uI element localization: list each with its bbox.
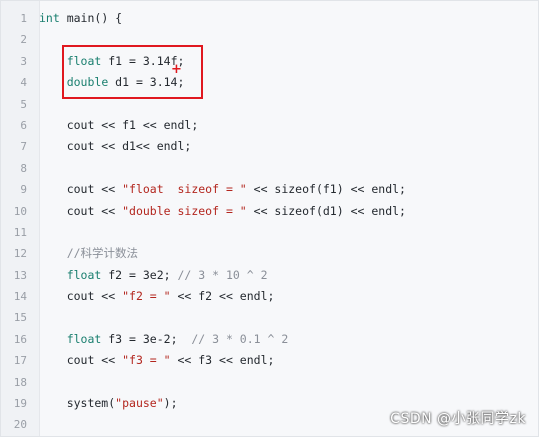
- code-line[interactable]: 2: [1, 29, 538, 50]
- line-number: 10: [13, 204, 27, 218]
- code-line[interactable]: 17 cout << "f3 = " << f3 << endl;: [1, 350, 538, 371]
- code-text: cout << d1<< endl;: [39, 139, 192, 154]
- line-number: 11: [13, 225, 27, 239]
- line-number: 19: [13, 397, 27, 411]
- line-number: 1: [20, 12, 27, 25]
- code-line[interactable]: 3 float f1 = 3.14f;: [1, 51, 538, 72]
- code-line[interactable]: 14 cout << "f2 = " << f2 << endl;: [1, 286, 538, 307]
- code-text: float f1 = 3.14f;: [66, 53, 185, 68]
- highlight-annotation-box: [62, 45, 203, 99]
- code-line[interactable]: 18: [1, 372, 538, 393]
- code-text: int main() {: [39, 11, 123, 25]
- watermark: CSDN @小张同学zk: [390, 411, 526, 427]
- line-number: 13: [13, 268, 27, 282]
- line-number: 9: [20, 183, 27, 197]
- code-text: cout << "f3 = " << f3 << endl;: [39, 353, 275, 368]
- code-text: //科学计数法: [66, 246, 139, 261]
- code-line[interactable]: 16 float f3 = 3e-2; // 3 * 0.1 ^ 2: [1, 329, 538, 350]
- code-text: double d1 = 3.14;: [66, 75, 185, 90]
- code-line[interactable]: 13 float f2 = 3e2; // 3 * 10 ^ 2: [1, 265, 538, 286]
- code-line[interactable]: 12 //科学计数法: [1, 243, 538, 264]
- line-number: 18: [13, 375, 27, 389]
- line-number: 16: [13, 332, 27, 346]
- code-text: float f2 = 3e2; // 3 * 10 ^ 2: [66, 267, 268, 282]
- code-line[interactable]: 10 cout << "double sizeof = " << sizeof(…: [1, 201, 538, 222]
- code-text: cout << f1 << endl;: [39, 117, 199, 132]
- mouse-cursor-icon: +: [171, 62, 182, 77]
- code-line[interactable]: 6 cout << f1 << endl;: [1, 115, 538, 136]
- code-line[interactable]: 15: [1, 307, 538, 328]
- code-text: cout << "double sizeof = " << sizeof(d1)…: [39, 203, 406, 218]
- line-number: 3: [20, 54, 27, 68]
- code-line[interactable]: 1 int main() {: [1, 8, 538, 29]
- code-line[interactable]: 20: [1, 414, 538, 435]
- code-line[interactable]: 19 system("pause");: [1, 393, 538, 414]
- code-line[interactable]: 8: [1, 158, 538, 179]
- line-number-gutter: [1, 1, 40, 436]
- code-line[interactable]: 11: [1, 222, 538, 243]
- code-text: system("pause");: [39, 396, 178, 411]
- line-number: 2: [20, 33, 27, 47]
- line-number: 7: [20, 140, 27, 154]
- line-number: 15: [13, 311, 27, 325]
- line-number: 20: [13, 418, 27, 432]
- line-number: 8: [20, 161, 27, 175]
- line-number: 5: [20, 97, 27, 111]
- code-text: float f3 = 3e-2; // 3 * 0.1 ^ 2: [66, 331, 289, 346]
- code-text: cout << "float sizeof = " << sizeof(f1) …: [39, 182, 406, 197]
- line-number: 12: [13, 247, 27, 261]
- code-text: cout << "f2 = " << f2 << endl;: [39, 289, 275, 304]
- line-number: 17: [13, 354, 27, 368]
- code-line[interactable]: 5: [1, 94, 538, 115]
- line-number: 14: [13, 290, 27, 304]
- code-line[interactable]: 7 cout << d1<< endl;: [1, 136, 538, 157]
- code-line[interactable]: 9 cout << "float sizeof = " << sizeof(f1…: [1, 179, 538, 200]
- line-number: 4: [20, 76, 27, 90]
- code-line[interactable]: 4 double d1 = 3.14;: [1, 72, 538, 93]
- line-number: 6: [20, 118, 27, 132]
